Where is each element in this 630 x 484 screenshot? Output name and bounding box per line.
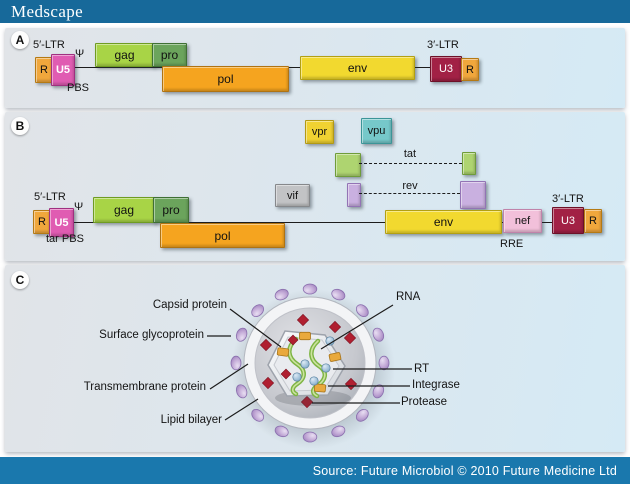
transmembrane-protein-label: Transmembrane protein: [83, 381, 206, 393]
source-credit: Source: Future Microbiol © 2010 Future M…: [312, 463, 617, 478]
five-ltr-label: 5′-LTR: [34, 191, 66, 203]
gene-box-gag: gag: [95, 43, 154, 67]
rna-label: RNA: [396, 291, 421, 303]
gene-box-pol: pol: [162, 66, 289, 92]
virion-diagram: [230, 283, 395, 449]
gene-box-tat-exon1: [335, 153, 361, 177]
panel-a-badge: A: [11, 31, 29, 49]
gene-box-u3: U3: [430, 56, 462, 82]
gene-box-vpu: vpu: [361, 118, 392, 144]
gene-box-u5: U5: [51, 54, 75, 86]
surface-glycoprotein-label: Surface glycoprotein: [99, 329, 204, 341]
gene-box-pro: pro: [152, 43, 187, 67]
gene-box-r3: R: [584, 209, 602, 233]
gene-box-u3: U3: [552, 207, 584, 234]
medscape-logo: Medscape: [11, 1, 84, 21]
gene-box-env: env: [300, 56, 415, 80]
panel-b-badge: B: [11, 117, 29, 135]
panel-b-genome-full: B vpr vpu tat rev vif 5′-LTR Ψ R U5 tar …: [5, 112, 625, 261]
gene-box-pol: pol: [160, 223, 285, 248]
gene-box-tat-exon2: [462, 152, 476, 175]
gene-box-rev-exon2: [460, 181, 486, 209]
five-ltr-label: 5′-LTR: [33, 39, 65, 51]
psi-label: Ψ: [74, 201, 84, 213]
footer-bar: Source: Future Microbiol © 2010 Future M…: [0, 457, 630, 484]
gene-box-vpr: vpr: [305, 120, 334, 144]
capsid-protein-label: Capsid protein: [152, 299, 227, 311]
gene-box-u5: U5: [49, 208, 74, 237]
psi-label: Ψ: [75, 48, 85, 60]
capsid-diamonds: [280, 334, 299, 380]
protease-label: Protease: [401, 396, 448, 408]
gene-box-env: env: [385, 210, 502, 234]
gene-box-rev-exon1: [347, 183, 361, 207]
tat-splice-dash: [359, 163, 462, 164]
lipid-bilayer-label: Lipid bilayer: [160, 414, 222, 426]
header-bar: Medscape: [0, 0, 630, 23]
tar-pbs-label: tar PBS: [46, 233, 84, 245]
three-ltr-label: 3′-LTR: [552, 193, 584, 205]
panel-c-virion: C: [5, 265, 625, 452]
panel-c-badge: C: [11, 271, 29, 289]
gene-box-pro: pro: [153, 197, 189, 223]
rna-strands: [287, 336, 327, 399]
rre-label: RRE: [500, 238, 524, 250]
gene-box-gag: gag: [93, 197, 155, 223]
integrase-blocks: [276, 331, 342, 393]
genome-line: [72, 222, 553, 223]
rt-label: RT: [414, 363, 430, 375]
panel-a-genome-simple: A 5′-LTR Ψ R U5 PBS gag pro pol env 3′-L…: [5, 28, 625, 108]
tat-label: tat: [403, 148, 417, 160]
gene-box-r3: R: [461, 58, 479, 81]
gene-box-nef: nef: [503, 209, 542, 233]
pbs-label: PBS: [67, 82, 90, 94]
rev-splice-dash: [359, 193, 460, 194]
three-ltr-label: 3′-LTR: [427, 39, 459, 51]
rev-label: rev: [402, 180, 418, 192]
integrase-label: Integrase: [412, 379, 460, 391]
gene-box-vif: vif: [275, 184, 310, 207]
